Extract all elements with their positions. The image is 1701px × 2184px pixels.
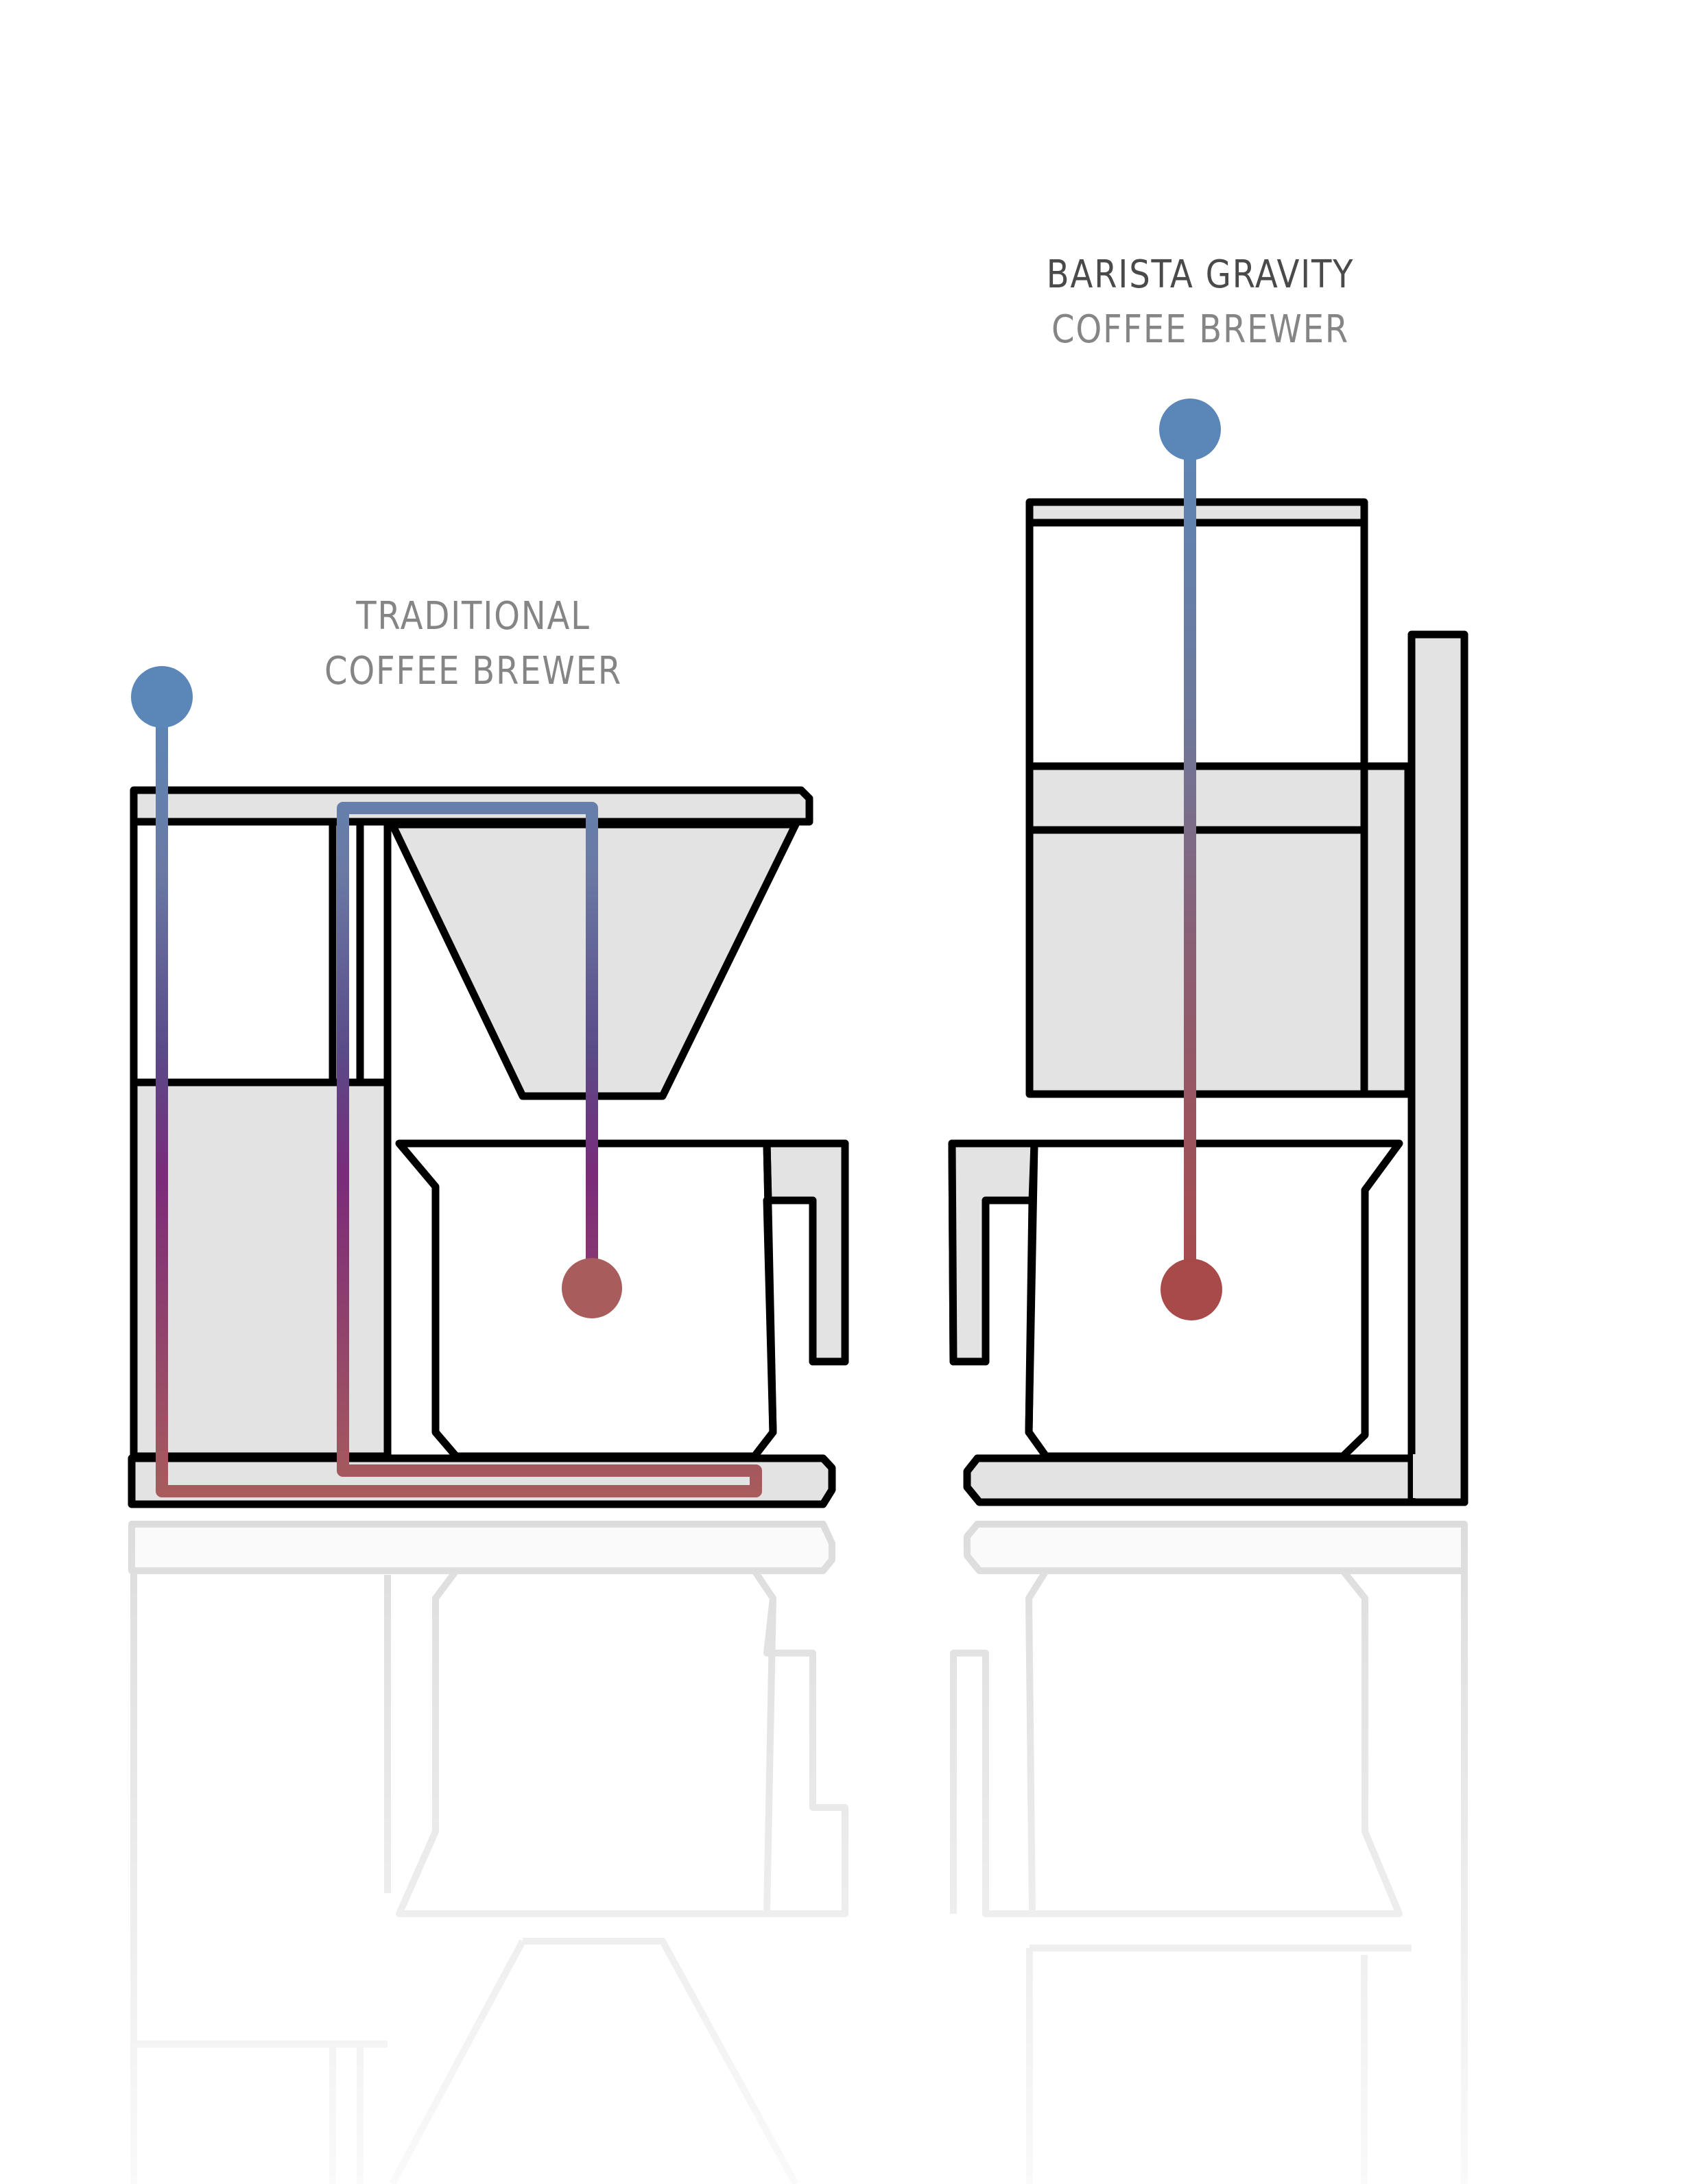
barista-column — [1407, 630, 1468, 1506]
barista-brewer — [948, 399, 1468, 1506]
barista-title-line1: BARISTA GRAVITY — [1046, 252, 1355, 297]
barista-cold-water-dot — [1159, 399, 1221, 460]
traditional-title-line1: TRADITIONAL — [356, 594, 591, 639]
traditional-hot-coffee-dot — [562, 1258, 622, 1318]
traditional-reservoir-water — [130, 1078, 392, 1460]
floor-reflection — [128, 1521, 1468, 2184]
barista-hot-coffee-dot — [1161, 1259, 1222, 1320]
traditional-title-line2: COFFEE BREWER — [324, 649, 622, 693]
barista-top-tank — [1025, 519, 1368, 770]
barista-brew-chamber — [1025, 762, 1368, 1098]
traditional-water-path — [156, 687, 762, 1497]
barista-base — [963, 1454, 1416, 1506]
barista-title-line2: COFFEE BREWER — [1051, 307, 1349, 352]
traditional-brewer — [128, 666, 849, 1508]
traditional-cold-water-dot — [131, 666, 193, 728]
